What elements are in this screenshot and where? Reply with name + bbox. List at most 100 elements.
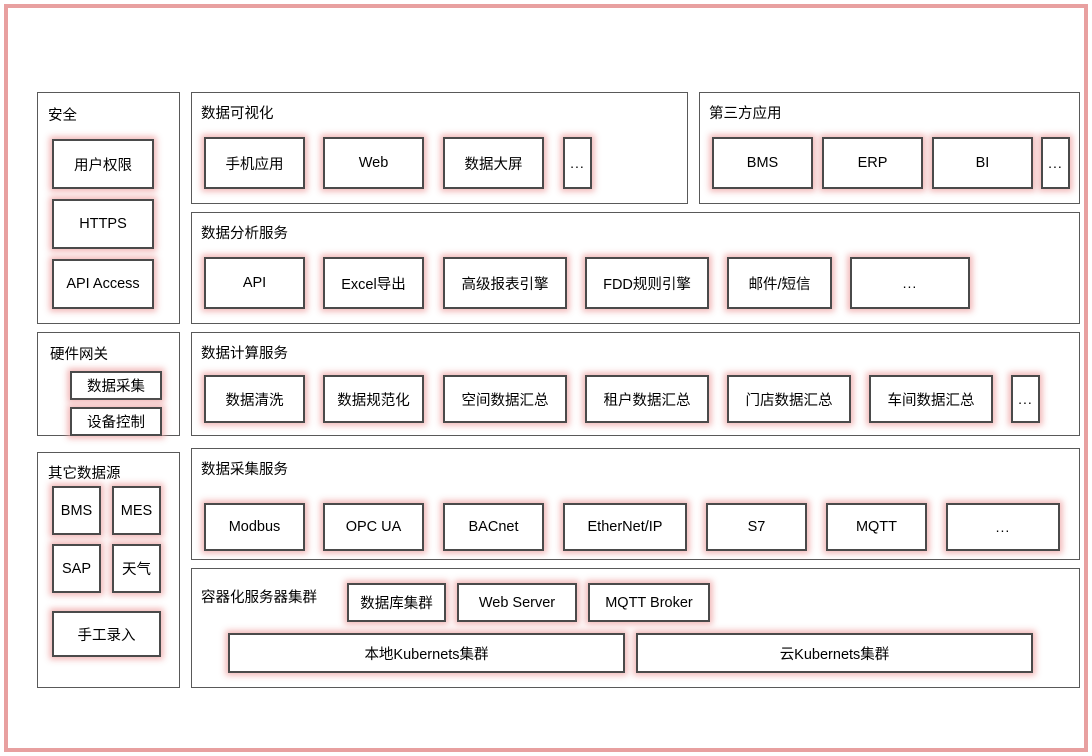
box-label: 数据清洗 xyxy=(225,392,284,409)
box-manual-entry[interactable]: 手工录入 xyxy=(52,611,161,657)
panel-security: 安全 用户权限 HTTPS API Access xyxy=(37,92,180,324)
box-more-third-party[interactable]: ... xyxy=(1041,137,1070,189)
box-label: ... xyxy=(902,275,918,291)
box-label: Modbus xyxy=(228,519,281,535)
box-label: HTTPS xyxy=(79,216,127,232)
box-label: 数据采集 xyxy=(87,379,145,395)
box-label: API Access xyxy=(66,276,140,292)
box-label: SAP xyxy=(61,560,91,577)
box-label: FDD规则引擎 xyxy=(603,276,691,293)
box-label: 车间数据汇总 xyxy=(887,392,975,409)
box-more-computation[interactable]: ... xyxy=(1011,375,1040,423)
box-mobile-app[interactable]: 手机应用 xyxy=(204,137,305,189)
panel-title-data-analysis-service: 数据分析服务 xyxy=(201,226,288,242)
box-mqtt-broker[interactable]: MQTT Broker xyxy=(588,583,710,622)
box-label: MQTT Broker xyxy=(605,594,693,611)
box-api[interactable]: API xyxy=(204,257,305,309)
box-label: 手机应用 xyxy=(225,156,284,173)
box-erp[interactable]: ERP xyxy=(822,137,923,189)
box-data-acquisition[interactable]: 数据采集 xyxy=(70,371,162,400)
box-mes-source[interactable]: MES xyxy=(112,486,161,535)
box-label: 门店数据汇总 xyxy=(745,392,833,409)
box-label: ... xyxy=(570,155,585,171)
box-label: ... xyxy=(995,519,1011,535)
panel-data-visualization: 数据可视化 手机应用 Web 数据大屏 ... xyxy=(191,92,688,204)
box-data-normalization[interactable]: 数据规范化 xyxy=(323,375,424,423)
box-modbus[interactable]: Modbus xyxy=(204,503,305,551)
box-database-cluster[interactable]: 数据库集群 xyxy=(347,583,446,622)
panel-title-data-computation-service: 数据计算服务 xyxy=(201,346,288,362)
box-more-collection[interactable]: ... xyxy=(946,503,1060,551)
panel-data-collection-service: 数据采集服务 Modbus OPC UA BACnet EtherNet/IP … xyxy=(191,448,1080,560)
box-label: 空间数据汇总 xyxy=(461,392,549,409)
box-excel-export[interactable]: Excel导出 xyxy=(323,257,424,309)
box-label: ... xyxy=(1048,155,1063,171)
box-label: BACnet xyxy=(468,519,519,535)
panel-title-security: 安全 xyxy=(48,108,77,124)
box-api-access[interactable]: API Access xyxy=(52,259,154,309)
box-label: 云Kubernets集群 xyxy=(779,646,890,663)
panel-data-computation-service: 数据计算服务 数据清洗 数据规范化 空间数据汇总 租户数据汇总 门店数据汇总 车… xyxy=(191,332,1080,436)
box-web-server[interactable]: Web Server xyxy=(457,583,577,622)
architecture-diagram: 安全 用户权限 HTTPS API Access 数据可视化 手机应用 Web … xyxy=(8,8,1084,748)
box-space-data-aggregation[interactable]: 空间数据汇总 xyxy=(443,375,567,423)
box-advanced-report-engine[interactable]: 高级报表引擎 xyxy=(443,257,567,309)
panel-other-data-sources: 其它数据源 BMS MES SAP 天气 手工录入 xyxy=(37,452,180,688)
box-s7[interactable]: S7 xyxy=(706,503,807,551)
box-label: BMS xyxy=(60,502,93,519)
box-label: ERP xyxy=(857,155,888,171)
box-https[interactable]: HTTPS xyxy=(52,199,154,249)
box-sap-source[interactable]: SAP xyxy=(52,544,101,593)
box-more-visualization[interactable]: ... xyxy=(563,137,592,189)
box-label: BMS xyxy=(746,155,779,171)
box-data-cleaning[interactable]: 数据清洗 xyxy=(204,375,305,423)
panel-title-data-collection-service: 数据采集服务 xyxy=(201,462,288,478)
box-opc-ua[interactable]: OPC UA xyxy=(323,503,424,551)
box-label: EtherNet/IP xyxy=(587,519,663,535)
box-bi[interactable]: BI xyxy=(932,137,1033,189)
box-label: Excel导出 xyxy=(341,276,406,293)
box-bms-app[interactable]: BMS xyxy=(712,137,813,189)
box-tenant-data-aggregation[interactable]: 租户数据汇总 xyxy=(585,375,709,423)
panel-title-data-visualization: 数据可视化 xyxy=(201,106,274,122)
box-label: S7 xyxy=(747,519,766,535)
box-label: 数据库集群 xyxy=(360,596,433,612)
box-store-data-aggregation[interactable]: 门店数据汇总 xyxy=(727,375,851,423)
box-device-control[interactable]: 设备控制 xyxy=(70,407,162,436)
panel-title-container-server-cluster: 容器化服务器集群 xyxy=(201,590,317,606)
box-mqtt[interactable]: MQTT xyxy=(826,503,927,551)
panel-hardware-gateway: 硬件网关 数据采集 设备控制 xyxy=(37,332,180,436)
box-label: OPC UA xyxy=(345,519,402,535)
box-label: 数据大屏 xyxy=(464,156,523,173)
box-workshop-data-aggregation[interactable]: 车间数据汇总 xyxy=(869,375,993,423)
box-web[interactable]: Web xyxy=(323,137,424,189)
box-ethernet-ip[interactable]: EtherNet/IP xyxy=(563,503,687,551)
panel-title-hardware-gateway: 硬件网关 xyxy=(50,347,108,363)
box-label: ... xyxy=(1018,391,1033,407)
box-user-permission[interactable]: 用户权限 xyxy=(52,139,154,189)
box-label: 天气 xyxy=(122,562,151,578)
panel-container-server-cluster: 容器化服务器集群 数据库集群 Web Server MQTT Broker 本地… xyxy=(191,568,1080,688)
box-label: MES xyxy=(120,502,153,519)
box-label: 设备控制 xyxy=(87,415,145,431)
box-label: BI xyxy=(975,155,990,171)
box-weather-source[interactable]: 天气 xyxy=(112,544,161,593)
box-label: 本地Kubernets集群 xyxy=(364,646,489,663)
box-bms-source[interactable]: BMS xyxy=(52,486,101,535)
box-email-sms[interactable]: 邮件/短信 xyxy=(727,257,832,309)
box-label: Web Server xyxy=(478,594,556,611)
box-label: API xyxy=(242,275,267,291)
box-cloud-kubernetes-cluster[interactable]: 云Kubernets集群 xyxy=(636,633,1033,673)
box-label: 邮件/短信 xyxy=(748,276,811,293)
box-more-analysis[interactable]: ... xyxy=(850,257,970,309)
box-label: 高级报表引擎 xyxy=(461,276,549,293)
box-fdd-rule-engine[interactable]: FDD规则引擎 xyxy=(585,257,709,309)
box-local-kubernetes-cluster[interactable]: 本地Kubernets集群 xyxy=(228,633,625,673)
panel-title-third-party-apps: 第三方应用 xyxy=(709,106,782,122)
box-label: Web xyxy=(358,155,389,171)
panel-title-other-data-sources: 其它数据源 xyxy=(48,466,121,482)
box-label: 数据规范化 xyxy=(337,392,410,409)
box-label: MQTT xyxy=(855,519,898,535)
box-data-dashboard[interactable]: 数据大屏 xyxy=(443,137,544,189)
box-bacnet[interactable]: BACnet xyxy=(443,503,544,551)
